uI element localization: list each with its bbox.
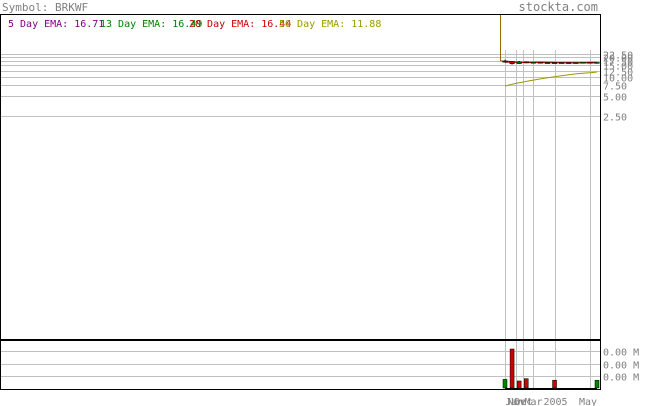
price-panel-frame [0, 14, 601, 340]
candle-body [523, 61, 529, 64]
volume-bars [502, 348, 600, 389]
legend-ema-5: 5 Day EMA: 16.71 [8, 19, 104, 30]
candle-body [516, 61, 522, 64]
candle-body [551, 62, 558, 64]
price-tick-label: 2.50 [603, 113, 627, 124]
time-tick-label: Mar [524, 397, 542, 406]
candle-body [573, 62, 579, 64]
time-tick-label: 2005 [543, 397, 567, 406]
ema-line-3 [504, 71, 598, 87]
volume-bar [552, 379, 557, 389]
candle-body [580, 62, 586, 64]
volume-tick-label: 0.00 M [603, 373, 639, 384]
price-tick-label: 10.00 [603, 74, 633, 85]
price-tick-label: 22.50 [603, 51, 633, 62]
volume-bar [509, 348, 515, 389]
volume-bar [516, 380, 522, 389]
volume-axis-labels: 0.00 M0.00 M0.00 M [603, 348, 639, 384]
volume-panel-frame [0, 340, 601, 390]
price-gridlines [1, 54, 600, 117]
candle-body [502, 60, 508, 63]
price-tick-label: 17.50 [603, 58, 633, 69]
price-tick-label: 12.50 [603, 68, 633, 79]
candle-body [594, 62, 600, 64]
candle-body [509, 61, 515, 64]
time-gridlines [505, 50, 591, 389]
volume-bar [502, 379, 508, 389]
volume-bar [594, 379, 600, 389]
candle-body [587, 62, 593, 64]
price-tick-label: 5.00 [603, 93, 627, 104]
volume-bar [523, 378, 529, 389]
ema-lines [504, 60, 598, 87]
price-candles [500, 15, 600, 65]
time-tick-label: Jan [506, 397, 524, 406]
time-tick-label: Nov [507, 397, 525, 406]
candle-body [537, 62, 543, 64]
price-tick-label: 7.50 [603, 82, 627, 93]
price-tick-label: 20.00 [603, 54, 633, 65]
volume-tick-label: 0.00 M [603, 348, 639, 359]
time-tick-label: May [579, 397, 597, 406]
ema-legend: 5 Day EMA: 16.71 13 Day EMA: 16.49 20 Da… [8, 19, 381, 30]
legend-ema-50: 50 Day EMA: 11.88 [279, 19, 381, 30]
legend-ema-13: 13 Day EMA: 16.49 [100, 19, 202, 30]
candle-body [544, 62, 551, 64]
legend-ema-20: 20 Day EMA: 16.44 [189, 19, 291, 30]
price-tick-label: 15.00 [603, 62, 633, 73]
time-tick-label: Dec [514, 397, 532, 406]
volume-tick-label: 0.00 M [603, 361, 639, 372]
candle-body [566, 62, 572, 64]
site-name: stockta.com [519, 0, 598, 14]
symbol-label: Symbol: BRKWF [2, 1, 88, 14]
volume-gridlines [1, 351, 600, 377]
candle-body [530, 62, 536, 64]
candle-body [559, 62, 565, 64]
